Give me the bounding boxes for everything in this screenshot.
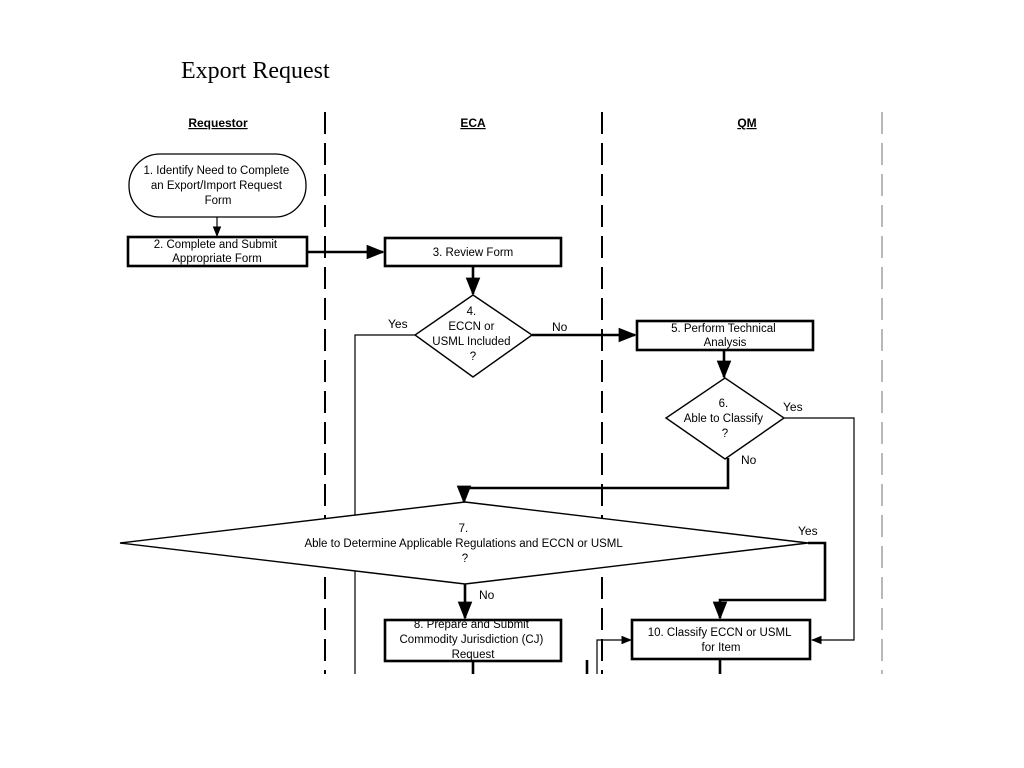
node-7-decision — [119, 501, 809, 585]
node-4-decision — [413, 294, 534, 378]
node-4-text: 4. ECCN or USML Included ? — [432, 306, 513, 363]
node-5-text: 5. Perform Technical Analysis — [671, 323, 779, 349]
node-7-text: 7. Able to Determine Applicable Regulati… — [304, 523, 625, 565]
edge-label-4-no: No — [552, 320, 568, 334]
node-1-text: 1. Identify Need to Complete an Export/I… — [144, 165, 293, 207]
node-1-start — [128, 153, 307, 218]
lane-label-qm: QM — [737, 116, 756, 130]
node-3-box — [383, 236, 563, 268]
node-2-box — [126, 235, 309, 268]
node-10-text: 10. Classify ECCN or USML for Item — [648, 627, 795, 654]
slide-title: Export Request — [181, 58, 330, 84]
lane-label-eca: ECA — [460, 116, 486, 130]
node-8-box — [383, 618, 563, 663]
node-3-text: 3. Review Form — [433, 247, 514, 259]
node-6-decision — [664, 377, 786, 460]
edge-6-yes-to-10 — [784, 417, 855, 645]
edge-label-7-no: No — [479, 588, 495, 602]
edge-into-10-left — [596, 635, 633, 674]
edge-label-7-yes: Yes — [798, 524, 818, 538]
node-8-text: 8. Prepare and Submit Commodity Jurisdic… — [400, 619, 547, 661]
node-10-box — [630, 618, 812, 661]
edge-label-6-no: No — [741, 453, 757, 467]
node-5-box — [635, 319, 815, 352]
edge-7-yes-to-10 — [712, 541, 827, 620]
edge-label-6-yes: Yes — [783, 400, 803, 414]
node-6-text: 6. Able to Classify ? — [684, 398, 766, 440]
edge-label-4-yes: Yes — [388, 317, 408, 331]
lane-label-requestor: Requestor — [188, 116, 248, 130]
node-2-text: 2. Complete and Submit Appropriate Form — [154, 239, 281, 265]
edge-6-no-to-7 — [456, 458, 730, 504]
